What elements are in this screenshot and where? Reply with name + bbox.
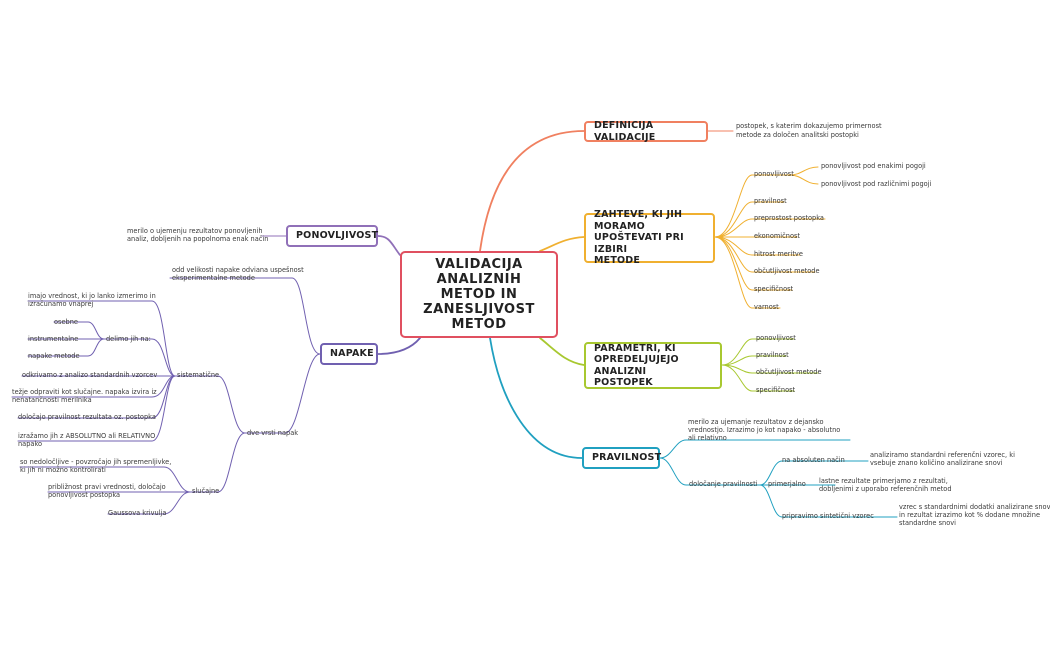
pravilnost-method-primerjalno: primerjalno xyxy=(768,480,806,488)
pravilnost-title: PRAVILNOST xyxy=(592,452,662,464)
pravilnost-note-3: ali relativno xyxy=(688,434,727,442)
definicija-note-1: postopek, s katerim dokazujemo primernos… xyxy=(736,122,882,130)
parametri-title-3: POSTOPEK xyxy=(594,377,653,388)
sis-delimo: delimo jih na: xyxy=(106,335,151,343)
link-pravilnost xyxy=(489,337,583,459)
slu-3: Gaussova krivulja xyxy=(108,509,167,517)
topic-ponovljivost[interactable]: PONOVLJIVOST xyxy=(286,225,378,247)
ponovljivost-note-2: analiz, dobljenih na popolnoma enak nači… xyxy=(127,235,269,243)
parametri-item-specificnost: specifičnost xyxy=(756,386,796,394)
sis-delimo-instrumentalne: instrumentalne xyxy=(28,335,79,343)
link-ponovljivost xyxy=(377,235,401,256)
link-zahteve xyxy=(539,236,585,252)
sis-tezje-1: težje odpraviti kot slučajne. napaka izv… xyxy=(12,388,157,396)
napake-slucajne: slučajne xyxy=(192,487,220,495)
pravilnost-note-1: merilo za ujemanje rezultatov z dejansko xyxy=(688,418,824,426)
napake-top-2: eksperimentalne metode xyxy=(172,274,255,282)
parametri-title-1: PARAMETRI, KI xyxy=(594,342,676,354)
topic-parametri[interactable]: PARAMETRI, KI OPREDELJUJEJO ANALIZNI POS… xyxy=(584,342,722,389)
pravilnost-m3-desc-3: standardne snovi xyxy=(899,519,956,527)
zahteve-item-specificnost: specifičnost xyxy=(754,285,794,293)
pravilnost-m3-desc-1: vzrec s standardnimi dodatki analizirane… xyxy=(899,503,1050,511)
zahteve-item-varnost: varnost xyxy=(754,303,779,311)
link-definicija xyxy=(479,130,585,252)
napake-title: NAPAKE xyxy=(330,348,374,360)
sis-izrazamo-1: izražamo jih z ABSOLUTNO ali RELATIVNO xyxy=(18,432,156,440)
center-title: VALIDACIJA ANALIZNIH METOD IN ZANESLJIVO… xyxy=(423,257,535,332)
pravilnost-dolocanje: določanje pravilnosti xyxy=(689,480,758,488)
slu-2a: približnost pravi vrednosti, določajo xyxy=(48,483,166,491)
zahteve-title-3: METODE xyxy=(594,255,641,267)
zahteve-item-obcutljivost: občutljivost metode xyxy=(754,267,820,275)
slu-1b: ki jih ni možno kontrolirati xyxy=(20,466,106,474)
zahteve-item-ekonomicnost: ekonomičnost xyxy=(754,232,801,240)
topic-zahteve[interactable]: ZAHTEVE, KI JIH MORAMO UPOŠTEVATI PRI IZ… xyxy=(584,209,715,266)
zahteve-title-1: ZAHTEVE, KI JIH MORAMO xyxy=(594,209,683,232)
zahteve-sub-enaki: ponovljivost pod enakimi pogoji xyxy=(821,162,926,170)
pravilnost-m1-desc-2: vsebuje znano količino analizirane snovi xyxy=(870,459,1003,467)
pravilnost-note-2: vrednostjo. Izrazimo jo kot napako - abs… xyxy=(688,426,841,434)
napake-dve-vrsti: dve vrsti napak xyxy=(247,429,299,437)
pravilnost-m2-desc-1: lastne rezultate primerjamo z rezultati, xyxy=(819,477,948,485)
pravilnost-method-sinteticni: pripravimo sintetični vzorec xyxy=(782,512,874,520)
definicija-note-2: metode za določen analitski postopki xyxy=(736,131,859,139)
sis-imajo-1: imajo vrednost, ki jo lanko izmerimo in xyxy=(28,292,156,300)
slu-2b: ponovljivost postopka xyxy=(48,491,121,499)
topic-definicija[interactable]: DEFINICIJA VALIDACIJE xyxy=(584,120,708,143)
link-napake xyxy=(377,337,421,355)
parametri-item-ponovljivost: ponovljivost xyxy=(756,334,796,342)
ponovljivost-note-1: merilo o ujemenju rezultatov ponovljenih xyxy=(127,227,263,235)
zahteve-item-pravilnost: pravilnost xyxy=(754,197,787,205)
napake-sistematicne: sistematične xyxy=(177,371,220,379)
link-parametri xyxy=(539,337,585,366)
pravilnost-method-absolutno: na absoluten način xyxy=(782,456,845,464)
napake-top-1: odd velikosti napake odviana uspešnost xyxy=(172,266,304,274)
pravilnost-m3-desc-2: in rezultat izrazimo kot % dodane množin… xyxy=(899,511,1041,519)
zahteve-item-preprostost: preprostost postopka xyxy=(754,214,824,222)
sis-izrazamo-2: napako xyxy=(18,440,43,448)
parametri-title-2: OPREDELJUJEJO ANALIZNI xyxy=(594,354,679,377)
sis-imajo-2: izračunamo vnaprej xyxy=(28,300,94,308)
sis-dolocajo: določajo pravilnost rezultata oz. postop… xyxy=(18,413,156,421)
zahteve-sub-razlicni: ponovljivost pod različnimi pogoji xyxy=(821,180,932,188)
pravilnost-m2-desc-2: dobljenimi z uporabo referenčnih metod xyxy=(819,485,952,493)
center-topic[interactable]: VALIDACIJA ANALIZNIH METOD IN ZANESLJIVO… xyxy=(400,251,558,338)
definicija-title: DEFINICIJA VALIDACIJE xyxy=(594,120,656,143)
sis-odkrivamo: odkrivamo z analizo standardnih vzorcev xyxy=(22,371,158,379)
sis-delimo-metode: napake metode xyxy=(28,352,80,360)
parametri-item-pravilnost: pravilnost xyxy=(756,351,789,359)
topic-napake[interactable]: NAPAKE xyxy=(320,343,378,365)
topic-pravilnost[interactable]: PRAVILNOST xyxy=(582,447,662,469)
zahteve-item-hitrost: hitrost meritve xyxy=(754,250,803,258)
parametri-item-obcutljivost: občutljivost metode xyxy=(756,368,822,376)
ponovljivost-title: PONOVLJIVOST xyxy=(296,230,379,242)
zahteve-title-2: UPOŠTEVATI PRI IZBIRI xyxy=(594,232,684,255)
sis-tezje-2: nenatančnosti merilnika xyxy=(12,396,92,404)
zahteve-item-ponovljivost: ponovljivost xyxy=(754,170,794,178)
pravilnost-m1-desc-1: analiziramo standardni referenčni vzorec… xyxy=(870,451,1015,459)
slu-1a: so nedoločljive - povzročajo jih spremen… xyxy=(20,458,172,466)
sis-delimo-osebne: osebne xyxy=(54,318,78,326)
